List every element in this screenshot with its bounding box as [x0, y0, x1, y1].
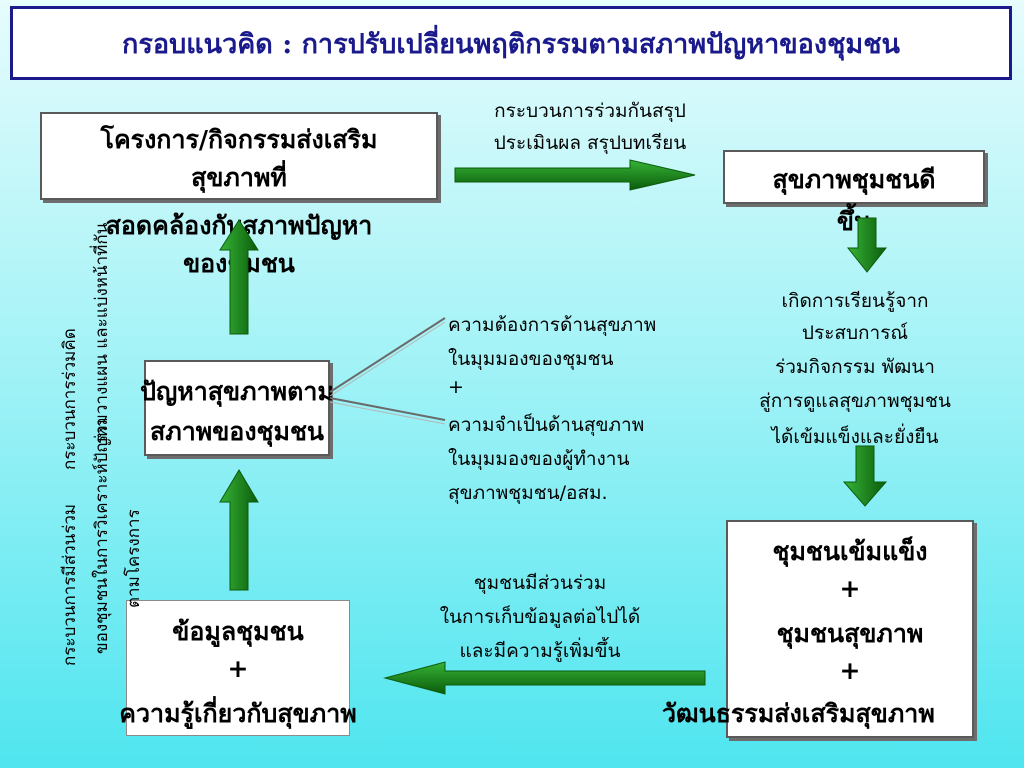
project-box-line1: โครงการ/กิจกรรมส่งเสริม — [100, 125, 378, 154]
strong-box-line5: วัฒนธรรมส่งเสริมสุขภาพ — [662, 699, 935, 728]
arrow-left-participation — [383, 661, 706, 695]
arrow-right-process — [454, 159, 696, 191]
needs-text-line3: + — [448, 376, 464, 398]
page-title: กรอบแนวคิด : การปรับเปลี่ยนพฤติกรรมตามสภ… — [122, 28, 900, 60]
problem-box-line1: ปัญหาสุขภาพตาม — [140, 377, 334, 406]
participation-label-line2: ในการเก็บข้อมูลต่อไปได้ — [439, 606, 641, 628]
needs-text-line5: ในมุมมองของผู้ทำงาน — [448, 448, 630, 470]
learning-text-line2: ประสบการณ์ — [801, 322, 909, 344]
problem-box — [144, 360, 330, 456]
data-box — [126, 600, 350, 736]
health-box-line2: ขึ้น — [836, 207, 872, 236]
vertical-text-col2: กระบวนการร่วมคิด — [60, 328, 80, 470]
vertical-text-col3: ของชุมชนในการวิเคราะห์ปัญหา — [92, 417, 112, 654]
problem-box-line2: สภาพของชุมชน — [149, 417, 325, 446]
strong-community-box — [726, 520, 974, 738]
data-box-line3: ความรู้เกี่ยวกับสุขภาพ — [119, 699, 357, 728]
arrow-down-learning — [842, 445, 888, 507]
learning-text-line1: เกิดการเรียนรู้จาก — [781, 290, 929, 312]
arrow-up-data — [219, 469, 259, 591]
title-box: กรอบแนวคิด : การปรับเปลี่ยนพฤติกรรมตามสภ… — [10, 6, 1012, 80]
process-label-line1: กระบวนการร่วมกันสรุป — [494, 100, 686, 122]
participation-label-line1: ชุมชนมีส่วนร่วม — [473, 572, 607, 594]
vertical-text-col4: ร่วมวางแผน และแบ่งหน้าที่กัน — [92, 222, 112, 444]
learning-text-line4: สู่การดูแลสุขภาพชุมชน — [759, 390, 951, 412]
data-box-line2: + — [227, 654, 249, 683]
learning-text-line5: ได้เข้มแข็งและยั่งยืน — [771, 426, 939, 448]
project-box-line2: สุขภาพที่ — [191, 163, 287, 192]
data-box-line1: ข้อมูลชุมชน — [172, 617, 304, 646]
strong-box-line1: ชุมชนเข้มแข็ง — [772, 537, 928, 566]
strong-box-line4: + — [839, 656, 861, 685]
vertical-text-col5: ตามโครงการ — [124, 509, 144, 608]
strong-box-line2: + — [839, 574, 861, 603]
needs-text-line4: ความจำเป็นด้านสุขภาพ — [448, 414, 645, 436]
needs-text-line1: ความต้องการด้านสุขภาพ — [448, 314, 657, 336]
health-box — [723, 150, 985, 204]
learning-text-line3: ร่วมกิจกรรม พัฒนา — [775, 356, 935, 378]
participation-label-line3: และมีความรู้เพิ่มขึ้น — [459, 640, 621, 662]
needs-text-line6: สุขภาพชุมชน/อสม. — [448, 482, 608, 504]
health-box-line1: สุขภาพชุมชนดี — [772, 165, 936, 194]
process-label-line2: ประเมินผล สรุปบทเรียน — [493, 132, 687, 154]
vertical-text-col1: กระบวนการมีส่วนร่วม — [60, 503, 80, 666]
strong-box-line3: ชุมชนสุขภาพ — [776, 619, 924, 648]
project-box — [40, 112, 438, 200]
needs-text-line2: ในมุมมองของชุมชน — [448, 348, 614, 370]
